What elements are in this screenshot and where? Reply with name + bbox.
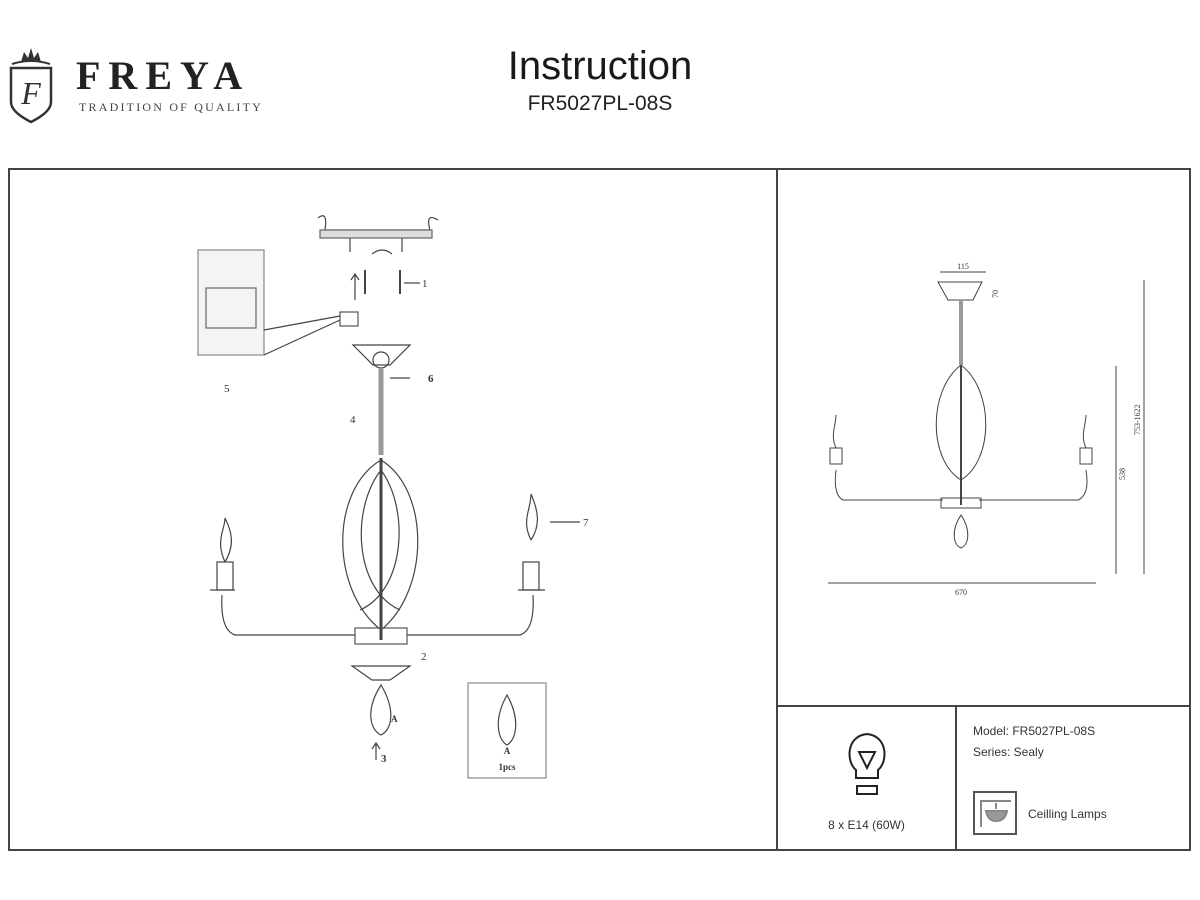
divider bbox=[776, 705, 1191, 707]
dim-width: 670 bbox=[955, 588, 967, 597]
logo-letter: F bbox=[20, 75, 41, 111]
callout-3: 3 bbox=[381, 753, 387, 765]
brand-tagline: TRADITION OF QUALITY bbox=[79, 100, 263, 114]
callout-5: 5 bbox=[224, 383, 230, 395]
model-spec: Model: FR5027PL-08S bbox=[973, 724, 1096, 738]
divider bbox=[955, 705, 957, 851]
callout-4: 4 bbox=[350, 414, 356, 426]
dim-canopy-width: 115 bbox=[957, 262, 969, 271]
callout-2: 2 bbox=[421, 651, 427, 663]
lightbulb-icon bbox=[848, 732, 886, 795]
arrow-up-icon bbox=[371, 741, 381, 760]
freya-crest-logo: F bbox=[9, 48, 53, 124]
ceiling-lamp-icon bbox=[973, 791, 1017, 835]
brand-name: FREYA bbox=[76, 53, 251, 98]
series-spec: Series: Sealy bbox=[973, 745, 1044, 759]
arrow-up-icon bbox=[350, 272, 360, 300]
pendant-label: A bbox=[391, 714, 398, 724]
dim-canopy-height: 70 bbox=[991, 290, 1000, 298]
callout-6: 6 bbox=[428, 373, 434, 385]
dimension-diagram: 115 70 670 538 753-1622 bbox=[828, 262, 1145, 597]
model-code: FR5027PL-08S bbox=[527, 92, 673, 115]
inset-label: A bbox=[504, 746, 511, 756]
lamp-type: Ceilling Lamps bbox=[1028, 807, 1107, 821]
page-title: Instruction bbox=[507, 44, 693, 88]
assembly-diagram: 1 5 6 4 7 2 A 3 A 1pcs bbox=[197, 215, 589, 779]
inset-qty: 1pcs bbox=[498, 762, 516, 772]
callout-7: 7 bbox=[583, 517, 589, 529]
dim-body-height: 538 bbox=[1118, 468, 1127, 480]
callout-1: 1 bbox=[422, 278, 428, 290]
dim-total-height: 753-1622 bbox=[1133, 404, 1142, 435]
divider bbox=[776, 168, 778, 851]
bulb-spec: 8 x E14 (60W) bbox=[828, 818, 905, 832]
content-frame bbox=[8, 168, 1191, 851]
